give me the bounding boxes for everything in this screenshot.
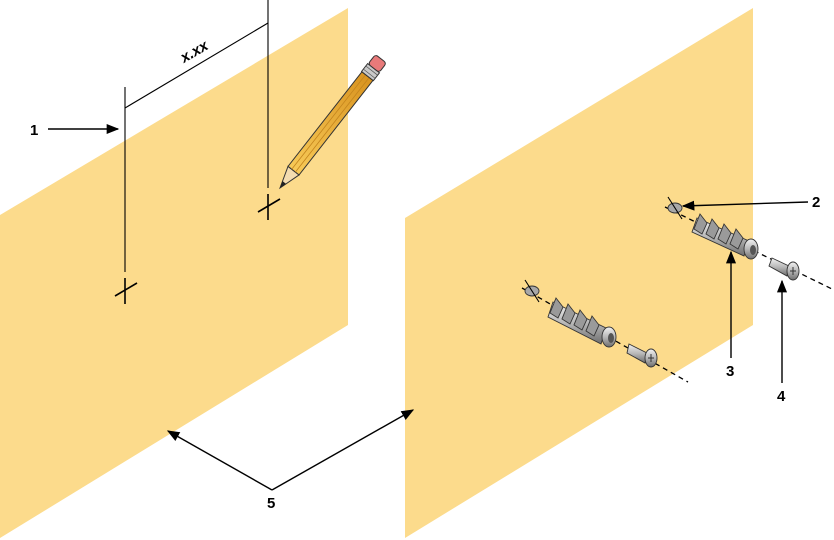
screw-icon: [626, 343, 658, 368]
callout-1: 1: [30, 122, 38, 139]
callout-2-leader: [681, 200, 809, 211]
wall-anchor-icon: [547, 297, 617, 348]
dimension-line: [124, 22, 269, 109]
callout-5-leader-right: [271, 409, 415, 491]
lower-anchor-assembly: [521, 279, 689, 383]
right-wall-panel: [405, 8, 753, 538]
callout-4: 4: [777, 388, 786, 405]
callout-2: 2: [812, 194, 820, 211]
callout-5-leader-left: [166, 430, 273, 491]
upper-anchor-assembly: [664, 196, 834, 291]
drill-mark-upper: [257, 194, 281, 220]
wall-anchor-icon: [691, 213, 759, 260]
screw-icon: [768, 257, 800, 281]
pencil-icon: [278, 55, 386, 190]
callout-5: 5: [267, 495, 275, 512]
callout-3: 3: [726, 363, 734, 380]
dimension-label: x.xx: [177, 37, 212, 67]
left-wall-panel: [0, 8, 348, 538]
drill-mark-lower: [114, 278, 138, 304]
